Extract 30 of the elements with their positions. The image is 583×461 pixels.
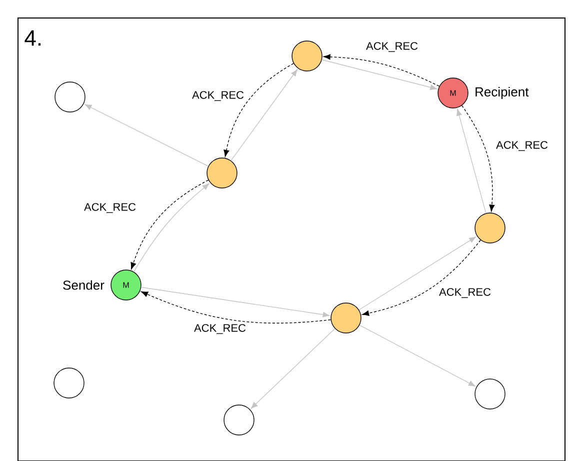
arrow <box>359 324 476 387</box>
arrow <box>141 291 332 324</box>
circle-node <box>54 368 84 398</box>
circle-node <box>330 302 362 334</box>
circle-node <box>54 82 86 112</box>
edge-label: ACK_REC <box>84 203 136 213</box>
arrow <box>362 240 481 316</box>
edge-label: ACK_REC <box>496 141 548 151</box>
node-label: Recipient <box>476 86 529 100</box>
circle-node <box>474 212 506 244</box>
circle-node <box>224 404 254 436</box>
arrow <box>462 105 495 212</box>
arrow <box>230 69 298 161</box>
figure-number: 4. <box>24 30 41 46</box>
arrow <box>84 104 209 166</box>
circle-node <box>474 378 506 410</box>
arrow <box>322 59 438 90</box>
edge-label: ACK_REC <box>192 91 244 101</box>
arrow <box>250 328 336 409</box>
circle-node <box>292 40 322 72</box>
node-label: Sender <box>63 280 104 290</box>
arrow <box>224 63 294 157</box>
arrow <box>323 54 440 87</box>
arrow <box>456 108 486 214</box>
edge-label: ACK_REC <box>194 324 246 334</box>
arrow <box>140 286 330 318</box>
arrow <box>358 236 476 310</box>
edge-label: ACK_REC <box>366 42 418 52</box>
circle-node <box>206 158 238 188</box>
edge-label: ACK_REC <box>439 288 491 298</box>
